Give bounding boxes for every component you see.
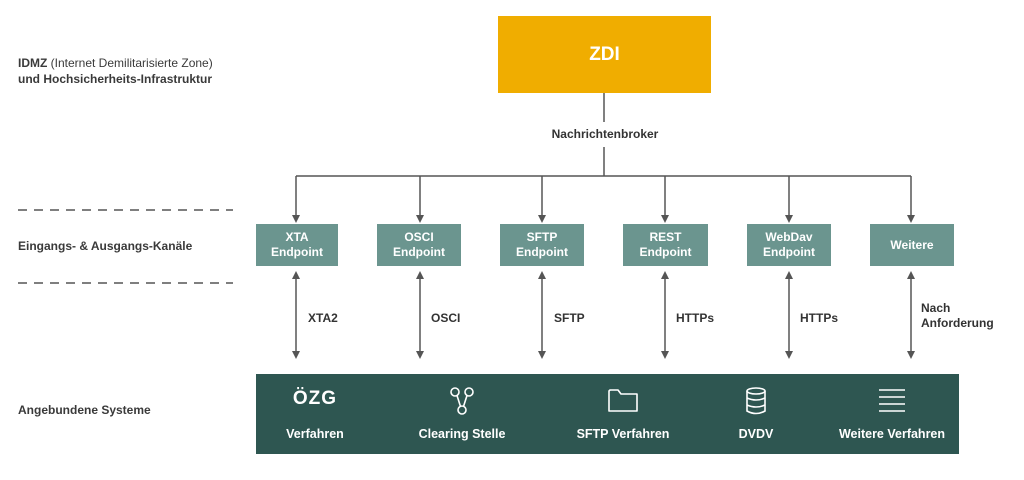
list-icon [830,386,954,412]
system-clearing-stelle: Clearing Stelle [404,374,520,454]
endpoint-weitere-line1: Weitere [890,237,934,252]
endpoint-rest-line1: REST [649,230,682,244]
endpoint-xta-line1: XTA [285,230,309,244]
endpoint-xta-line2: Endpoint [271,245,323,259]
protocol-label-rest: HTTPs [676,311,715,325]
system-verfahren-label: Verfahren [286,427,344,441]
protocol-label-weitere-line2: Anforderung [921,316,994,330]
endpoint-sftp-line1: SFTP [526,230,558,244]
system-dvdv-label: DVDV [738,427,774,441]
endpoint-sftp-line2: Endpoint [516,245,568,259]
endpoint-webdav-line1: WebDav [765,230,813,244]
idmz-label-line2: und Hochsicherheits-Infrastruktur [18,72,213,86]
endpoint-osci-line1: OSCI [404,230,434,244]
protocol-label-weitere-line1: Nach [921,301,951,315]
zdi-title: ZDI [589,43,620,65]
protocol-label-sftp: SFTP [554,311,585,325]
endpoint-rest-line2: Endpoint [639,245,692,259]
channels-label: Eingangs- & Ausgangs-Kanäle [18,239,193,253]
system-sftp-verfahren-label: SFTP Verfahren [576,427,670,441]
protocol-label-webdav: HTTPs [800,311,839,325]
protocol-label-xta: XTA2 [308,311,338,325]
system-clearing-stelle-label: Clearing Stelle [418,427,506,441]
system-sftp-verfahren: SFTP Verfahren [561,374,685,454]
system-weitere-verfahren-label: Weitere Verfahren [838,427,946,441]
endpoint-webdav-line2: Endpoint [763,245,815,259]
idmz-label-rest: (Internet Demilitarisierte Zone) [47,56,213,70]
systems-label: Angebundene Systeme [18,403,151,417]
endpoint-osci-line2: Endpoint [393,245,445,259]
connected-systems-bar: ÖZG Verfahren Clearing Stelle SFTP Verfa… [256,374,959,454]
folder-icon [561,386,685,414]
ozg-logo-icon: ÖZG [256,386,374,412]
protocol-label-weitere: Nach Anforderung [921,301,994,331]
protocol-label-osci: OSCI [431,311,461,325]
idmz-label-bold: IDMZ [18,56,48,70]
endpoint-weitere: Weitere [870,224,954,266]
ozg-logo-text: ÖZG [292,388,338,409]
system-weitere-verfahren: Weitere Verfahren [830,374,954,454]
broker-label: Nachrichtenbroker [551,127,659,141]
zdi-box: ZDI [498,16,711,93]
idmz-label: IDMZ (Internet Demilitarisierte Zone) un… [18,55,213,87]
network-nodes-icon [404,386,520,416]
system-dvdv: DVDV [716,374,796,454]
database-icon [716,386,796,416]
system-verfahren: ÖZG Verfahren [256,374,374,454]
